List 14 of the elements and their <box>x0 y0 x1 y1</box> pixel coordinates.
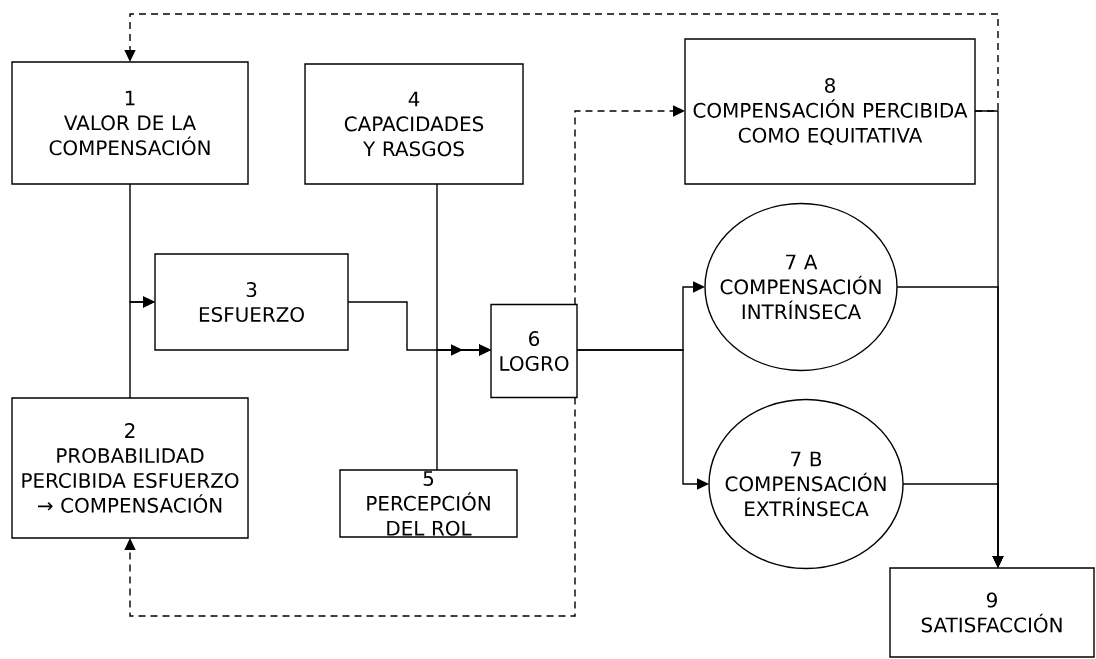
arrow <box>574 105 685 306</box>
arrow <box>124 13 999 112</box>
arrow <box>124 396 576 617</box>
arrow <box>576 349 709 490</box>
process-box: 4 CAPACIDADES Y RASGOS <box>304 63 524 185</box>
arrow <box>436 344 491 471</box>
process-box: 6 LOGRO <box>490 303 578 399</box>
process-box: 8 COMPENSACIÓN PERCIBIDA COMO EQUITATIVA <box>684 38 976 185</box>
process-box: 9 SATISFACCIÓN <box>889 567 1095 658</box>
process-box: 2 PROBABILIDAD PERCIBIDA ESFUERZO → COMPENSACIÓN <box>11 397 249 539</box>
process-box: 5 PERCEPCIÓN DEL ROL <box>339 469 518 538</box>
process-box: 3 ESFUERZO <box>154 253 349 351</box>
arrow <box>129 296 155 399</box>
process-box: 1 VALOR DE LA COMPENSACIÓN <box>11 61 249 185</box>
